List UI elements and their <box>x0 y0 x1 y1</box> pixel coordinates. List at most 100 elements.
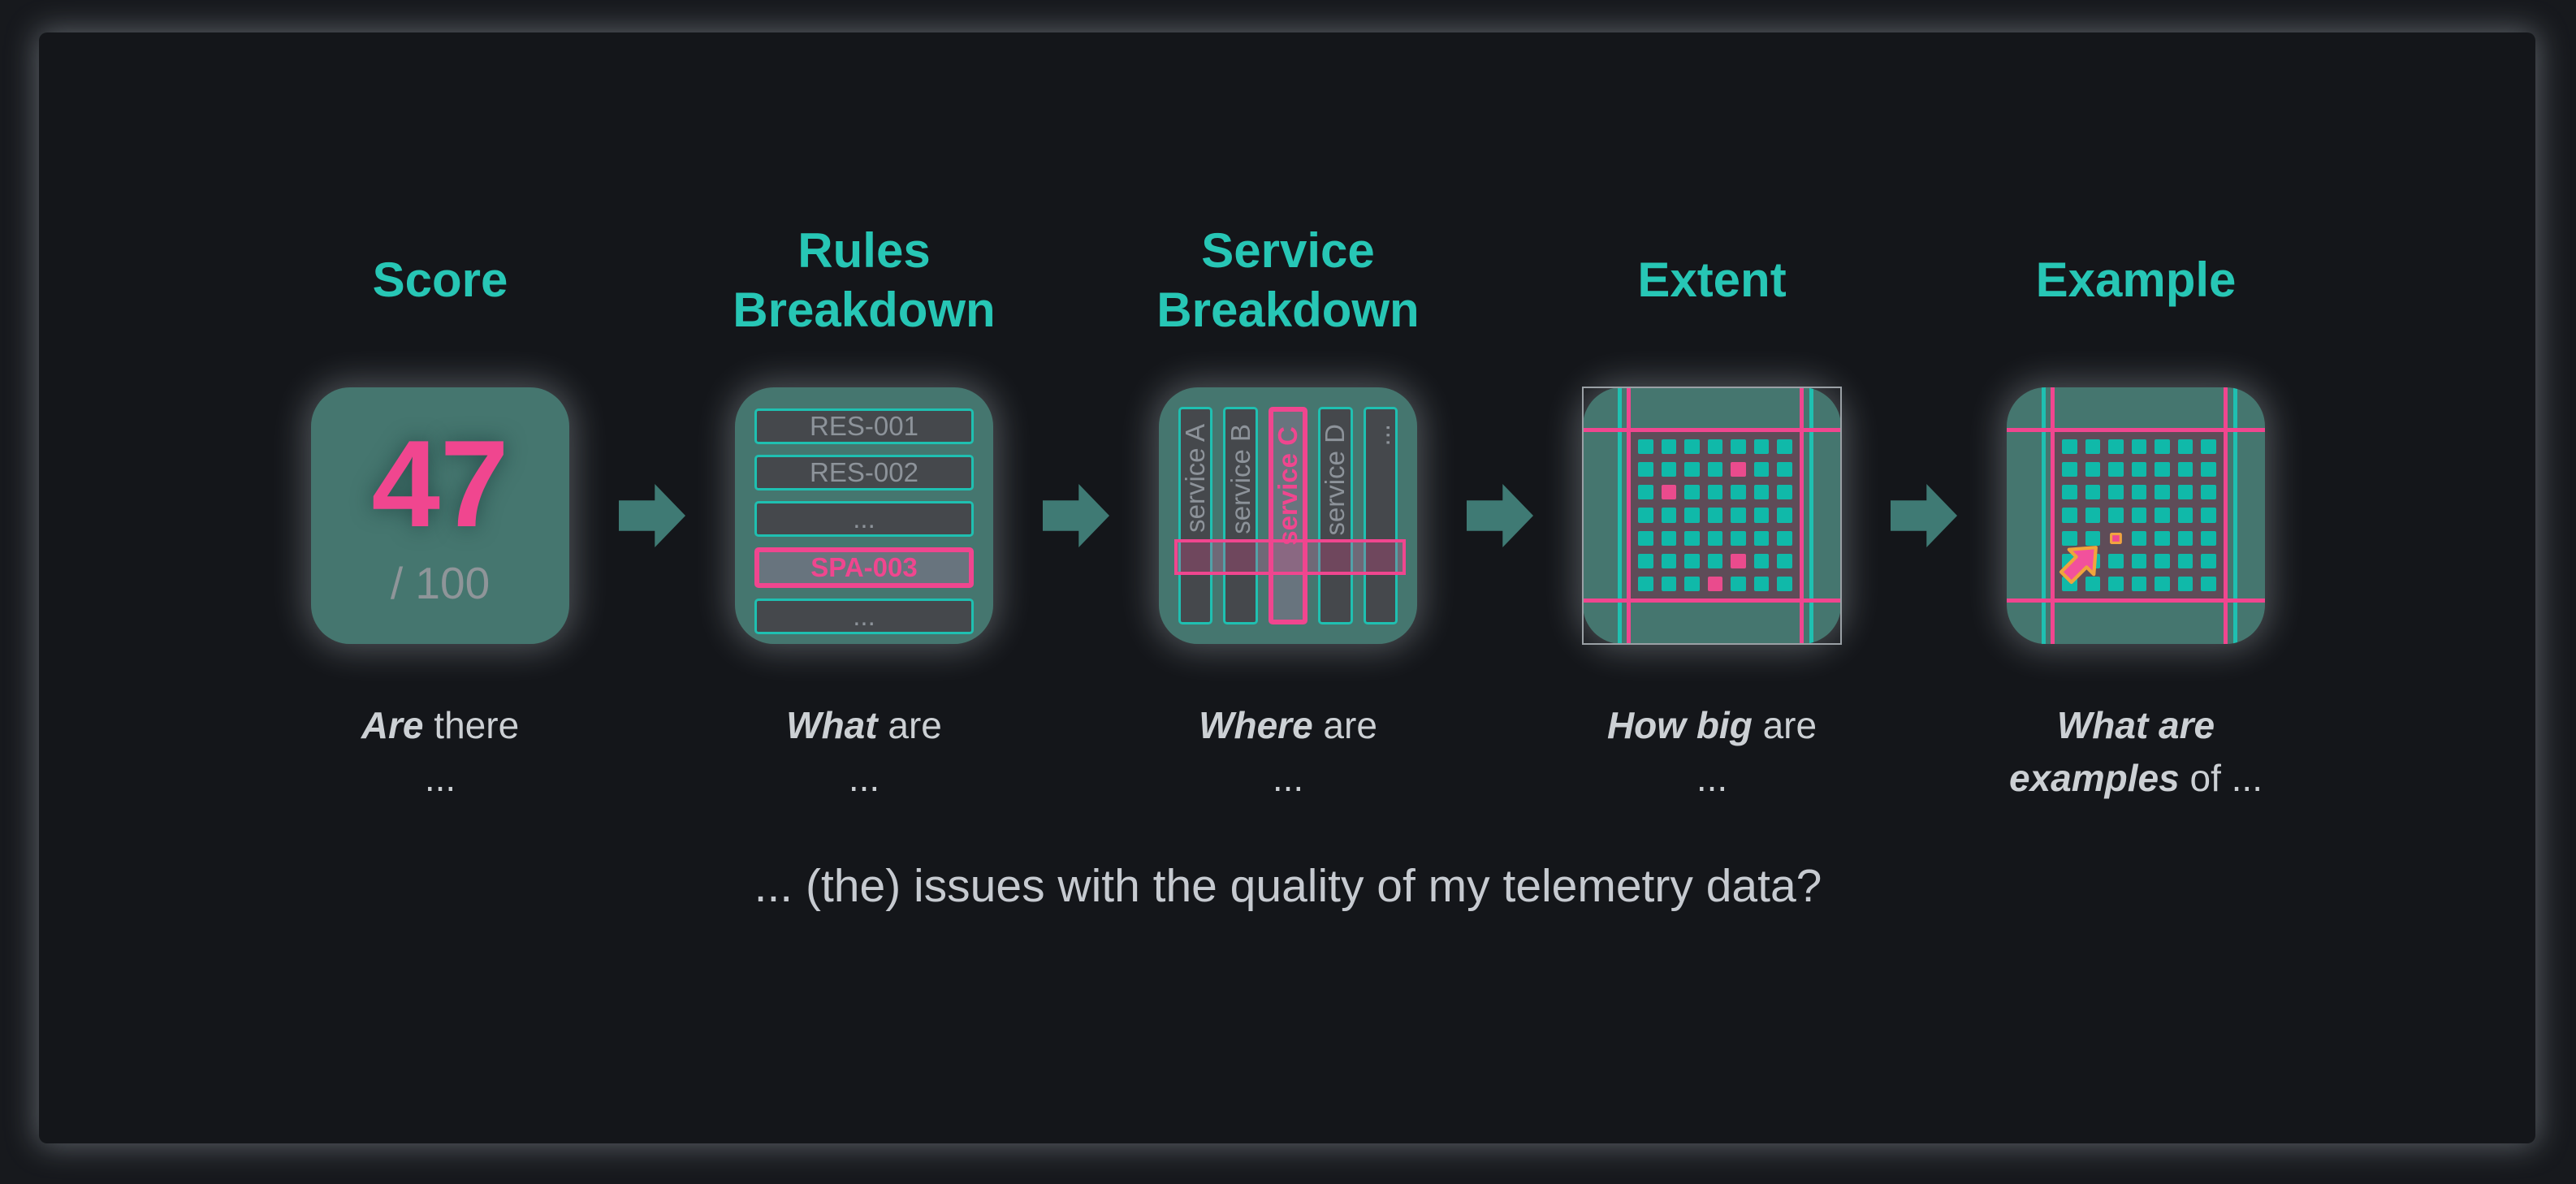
grid-cell <box>1777 508 1792 523</box>
grid-cell <box>2108 508 2124 523</box>
column-score: Score 47 / 100 Are there ... <box>300 219 580 806</box>
rule-bar: ... <box>754 598 974 634</box>
grid-cell <box>1638 439 1653 455</box>
example-grid <box>2055 432 2224 598</box>
example-card <box>2007 387 2265 644</box>
grid-cell <box>1684 462 1700 477</box>
column-extent: Extent How big are ... <box>1572 219 1852 806</box>
grid-cell <box>2201 553 2216 568</box>
grid-cell <box>2108 553 2124 568</box>
pipeline-row: Score 47 / 100 Are there ... Rules Break… <box>0 219 2576 806</box>
extent-card <box>1583 387 1841 644</box>
grid-cell <box>2177 530 2193 546</box>
crop-line-vertical-pink <box>2051 387 2055 644</box>
grid-cell <box>1638 530 1653 546</box>
grid-cell <box>1731 530 1746 546</box>
question-rest-text: ... <box>1696 757 1728 800</box>
grid-cell <box>2155 462 2170 477</box>
grid-cell <box>2108 439 2124 455</box>
grid-cell <box>2131 485 2147 500</box>
grid-cell <box>1638 576 1653 591</box>
grid-cell <box>1707 462 1723 477</box>
grid-cell <box>2201 508 2216 523</box>
extent-card-wrap <box>1582 387 1842 645</box>
grid-cell <box>2085 530 2101 546</box>
question-rest-text: ... <box>1272 757 1304 800</box>
grid-cell <box>1707 530 1723 546</box>
grid-cell <box>1731 485 1746 500</box>
service-bar-label: service A <box>1180 424 1211 533</box>
grid-cell-example-highlight <box>2110 532 2122 544</box>
grid-cell <box>1684 508 1700 523</box>
grid-cell <box>2177 439 2193 455</box>
grid-cell <box>1777 553 1792 568</box>
grid-cell-flagged <box>1731 553 1746 568</box>
arrow-slot <box>1852 219 1996 547</box>
crop-line-vertical-teal <box>2233 387 2237 644</box>
grid-cell <box>1753 530 1770 546</box>
crop-line-vertical-teal <box>1618 387 1622 644</box>
grid-cell <box>1661 530 1677 546</box>
grid-cell <box>2108 485 2124 500</box>
grid-cell <box>1753 576 1770 591</box>
arrow-slot <box>580 219 724 547</box>
grid-cell <box>2062 462 2077 477</box>
rule-bar: ... <box>754 501 974 537</box>
right-arrow-icon <box>1891 484 1957 547</box>
column-title-rules: Rules Breakdown <box>733 223 996 337</box>
grid-cell <box>1753 553 1770 568</box>
grid-cell <box>2155 530 2170 546</box>
grid-cell <box>2085 462 2101 477</box>
grid-cell <box>2131 439 2147 455</box>
row-highlight-band <box>1174 539 1406 575</box>
grid-cell <box>1707 508 1723 523</box>
right-arrow-icon <box>1043 484 1109 547</box>
grid-cell <box>2201 530 2216 546</box>
grid-cell <box>2201 462 2216 477</box>
question-rest-text: of ... <box>2179 757 2263 800</box>
grid-cell <box>1753 439 1770 455</box>
grid-cell <box>2155 553 2170 568</box>
extent-grid <box>1631 432 1800 598</box>
crop-line-horizontal-pink <box>1583 598 1841 603</box>
question-rest-text: are <box>1752 704 1817 746</box>
crop-line-horizontal-pink <box>1583 428 1841 432</box>
question-rest-text: ... <box>424 757 456 800</box>
service-bar: service D <box>1318 407 1353 624</box>
grid-cell <box>2131 508 2147 523</box>
grid-cell <box>1753 508 1770 523</box>
question-rest-text: there <box>423 704 520 746</box>
grid-cell <box>1777 485 1792 500</box>
grid-cell <box>2177 508 2193 523</box>
crop-line-vertical-teal <box>1809 387 1813 644</box>
grid-cell <box>2062 485 2077 500</box>
example-card-wrap <box>2007 387 2265 644</box>
grid-cell <box>1731 439 1746 455</box>
grid-cell <box>2062 508 2077 523</box>
arrow-slot <box>1428 219 1572 547</box>
crop-line-vertical-pink <box>1800 387 1804 644</box>
question-bold-text: What are <box>2056 704 2215 746</box>
grid-cell <box>1684 576 1700 591</box>
column-title-extent: Extent <box>1637 253 1787 308</box>
grid-cell <box>2201 576 2216 591</box>
grid-cell-flagged <box>1661 485 1677 500</box>
grid-cell-flagged <box>1731 462 1746 477</box>
grid-cell <box>1684 553 1700 568</box>
grid-cell <box>2085 439 2101 455</box>
question-bold-text: Are <box>361 704 424 746</box>
grid-cell <box>1777 439 1792 455</box>
right-arrow-icon <box>619 484 685 547</box>
grid-cell <box>2155 576 2170 591</box>
column-title-score: Score <box>372 253 508 308</box>
crop-line-vertical-pink <box>1627 387 1631 644</box>
grid-cell <box>1707 553 1723 568</box>
grid-cell <box>1638 462 1653 477</box>
grid-cell <box>1707 439 1723 455</box>
grid-cell <box>2085 576 2101 591</box>
grid-cell <box>2155 508 2170 523</box>
service-bar-label: service D <box>1320 424 1351 536</box>
